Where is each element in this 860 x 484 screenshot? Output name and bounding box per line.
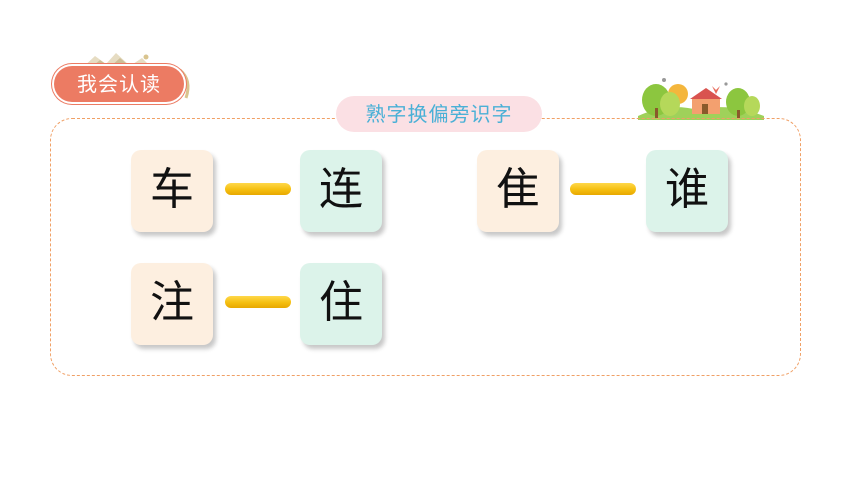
- section-badge: 我会认读: [50, 50, 195, 112]
- known-character-card: 车: [131, 150, 213, 232]
- landscape-scene-icon: [638, 78, 764, 120]
- connector-dash: [570, 183, 636, 195]
- connector-dash: [225, 296, 291, 308]
- section-subtitle: 熟字换偏旁识字: [336, 96, 542, 132]
- connector-dash: [225, 183, 291, 195]
- new-character-card: 谁: [646, 150, 728, 232]
- new-character-card: 住: [300, 263, 382, 345]
- known-character-card: 注: [131, 263, 213, 345]
- new-character-card: 连: [300, 150, 382, 232]
- known-character-card: 隹: [477, 150, 559, 232]
- badge-label: 我会认读: [54, 66, 184, 102]
